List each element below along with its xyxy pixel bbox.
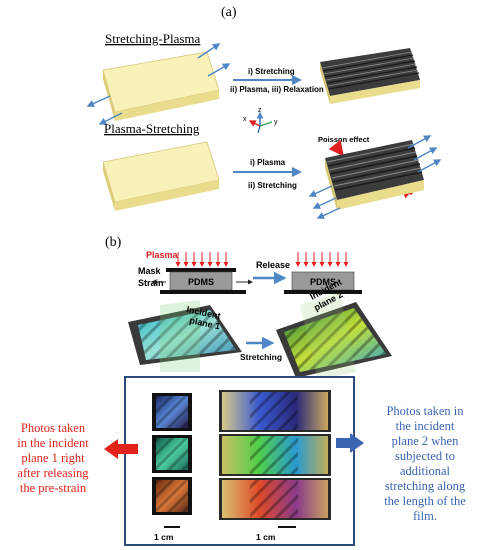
poisson-arrow-top	[328, 139, 344, 157]
panel-b-label: (b)	[105, 235, 122, 250]
scale-right-label: 1 cm	[256, 532, 276, 542]
substrate-left	[160, 290, 246, 294]
mask-layer	[166, 268, 236, 272]
axis-triad: z x y	[243, 107, 278, 134]
axis-x-label: x	[243, 116, 247, 123]
note-right-line: the incident	[395, 419, 455, 433]
note-left-line: the pre-strain	[19, 481, 87, 495]
poisson-label: Poisson effect	[318, 135, 370, 144]
release-label: Release	[256, 260, 290, 270]
note-left-line: plane 1 right	[21, 451, 85, 465]
note-right-line: the length of the	[384, 494, 466, 508]
flat-slab-1	[102, 51, 220, 121]
stretching-label: Stretching	[240, 352, 282, 362]
photo-left-2	[152, 435, 192, 473]
note-right-line: additional	[400, 464, 450, 478]
photo-right-1	[219, 390, 331, 432]
photo-left-3	[152, 477, 192, 515]
substrate-right	[284, 290, 362, 294]
flat-slab-2	[102, 141, 220, 211]
strain-label: Strain	[138, 278, 164, 288]
stretch-arrows-1	[86, 43, 231, 125]
note-right-line: Photos taken in	[386, 404, 464, 418]
section2-step2: ii) Stretching	[248, 181, 297, 190]
film-incident-plane-1	[128, 300, 242, 372]
plasma-arrows-right	[295, 252, 349, 267]
film-incident-plane-2	[276, 292, 392, 380]
blue-arrow-right	[336, 433, 364, 453]
red-arrow-left	[104, 439, 138, 459]
axis-z-label: z	[258, 107, 262, 114]
panel-a-label: (a)	[221, 5, 237, 20]
note-left-line: Photos taken	[20, 421, 86, 435]
note-left-line: in the incident	[17, 436, 89, 450]
section1-step2: ii) Plasma, iii) Relaxation	[230, 85, 324, 94]
note-right: Photos taken in the incident plane 2 whe…	[372, 404, 478, 524]
pdms-right-label: PDMS	[310, 277, 336, 287]
stretch-arrows-2	[308, 135, 442, 219]
photo-right-2	[219, 434, 331, 476]
note-left-line: after releasing	[17, 466, 89, 480]
photo-right-3	[219, 478, 331, 520]
plasma-label: Plasma	[146, 250, 179, 260]
mask-label: Mask	[138, 266, 162, 276]
note-right-line: subjected to	[394, 449, 456, 463]
plasma-arrows-left	[175, 252, 229, 267]
section1-title: Stretching-Plasma	[105, 31, 201, 46]
wrinkled-slab-1	[320, 48, 420, 104]
note-right-line: plane 2 when	[391, 434, 459, 448]
wrinkled-slab-2	[325, 140, 424, 210]
note-right-line: film.	[413, 509, 437, 523]
photo-left-1	[152, 393, 192, 431]
axis-y-label: y	[274, 119, 278, 126]
pdms-left-label: PDMS	[188, 277, 214, 287]
note-left: Photos taken in the incident plane 1 rig…	[2, 421, 104, 496]
scale-left-label: 1 cm	[154, 532, 174, 542]
section2-title: Plasma-Stretching	[104, 121, 200, 136]
section2-step1: i) Plasma	[250, 158, 286, 167]
note-right-line: stretching along	[384, 479, 466, 493]
section1-step1: i) Stretching	[248, 67, 295, 76]
